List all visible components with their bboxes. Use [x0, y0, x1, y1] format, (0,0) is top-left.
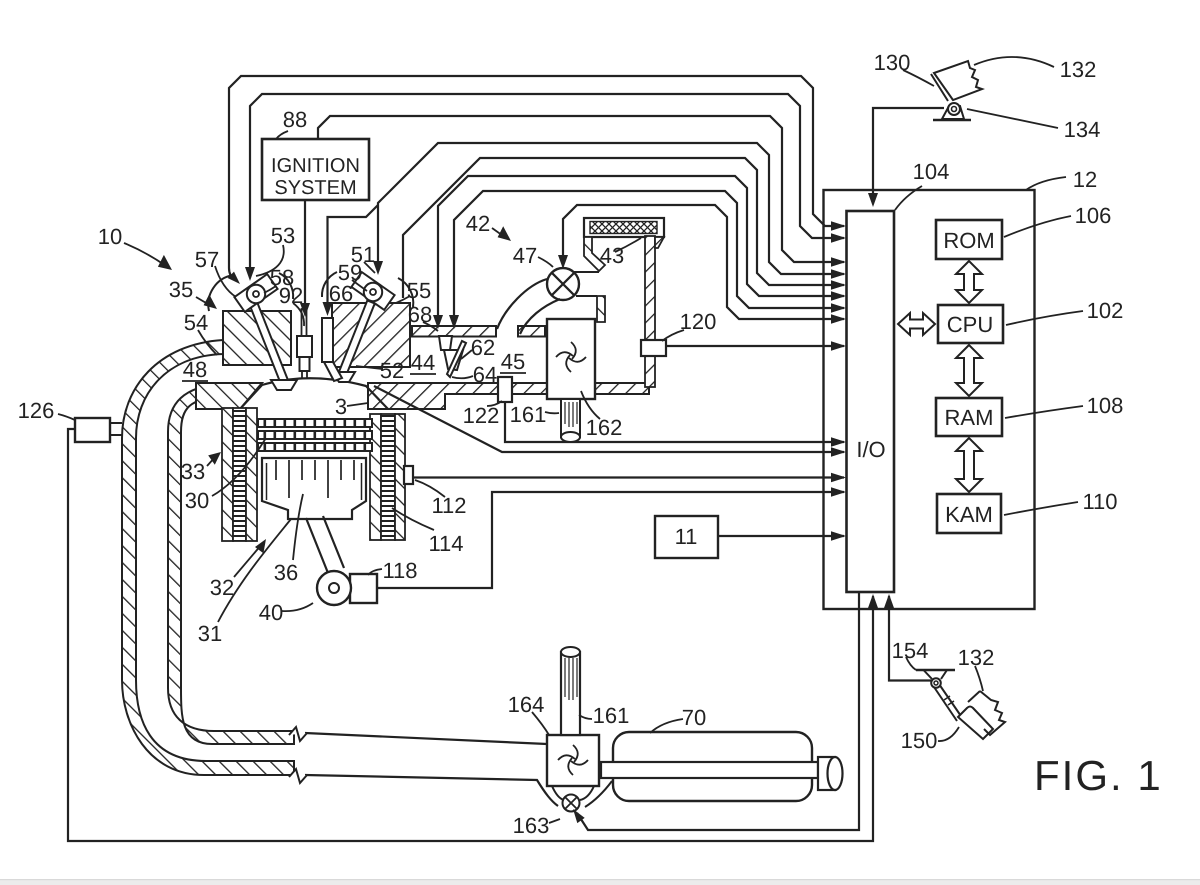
svg-text:FIG. 1: FIG. 1 [1034, 752, 1163, 799]
svg-text:52: 52 [380, 358, 404, 383]
svg-text:32: 32 [210, 575, 234, 600]
svg-text:55: 55 [407, 278, 431, 303]
svg-text:43: 43 [600, 243, 624, 268]
svg-text:12: 12 [1073, 167, 1097, 192]
svg-text:KAM: KAM [945, 502, 993, 527]
svg-text:CPU: CPU [947, 312, 993, 337]
svg-text:48: 48 [183, 357, 207, 382]
svg-text:161: 161 [510, 402, 547, 427]
svg-text:47: 47 [513, 243, 537, 268]
svg-text:SYSTEM: SYSTEM [274, 177, 356, 199]
svg-text:51: 51 [351, 242, 375, 267]
svg-text:33: 33 [181, 459, 205, 484]
svg-text:161: 161 [593, 703, 630, 728]
svg-text:I/O: I/O [856, 437, 885, 462]
svg-text:134: 134 [1064, 117, 1101, 142]
svg-text:162: 162 [586, 415, 623, 440]
svg-text:102: 102 [1087, 298, 1124, 323]
svg-text:54: 54 [184, 310, 208, 335]
svg-text:68: 68 [408, 302, 432, 327]
svg-text:42: 42 [466, 211, 490, 236]
svg-text:70: 70 [682, 705, 706, 730]
svg-text:35: 35 [169, 277, 193, 302]
svg-text:163: 163 [513, 813, 550, 838]
svg-text:122: 122 [463, 403, 500, 428]
svg-text:40: 40 [259, 600, 283, 625]
svg-text:10: 10 [98, 224, 122, 249]
svg-text:RAM: RAM [945, 405, 994, 430]
svg-text:114: 114 [428, 531, 463, 556]
svg-text:108: 108 [1087, 393, 1124, 418]
svg-text:132: 132 [958, 645, 995, 670]
svg-text:120: 120 [680, 309, 717, 334]
svg-text:31: 31 [198, 621, 222, 646]
svg-text:164: 164 [508, 692, 545, 717]
svg-text:57: 57 [195, 247, 219, 272]
svg-text:132: 132 [1060, 57, 1097, 82]
svg-text:130: 130 [874, 50, 911, 75]
svg-text:104: 104 [913, 159, 950, 184]
svg-text:106: 106 [1075, 203, 1112, 228]
svg-text:64: 64 [473, 362, 497, 387]
svg-text:150: 150 [901, 728, 938, 753]
svg-text:59: 59 [338, 260, 362, 285]
svg-text:154: 154 [892, 638, 929, 663]
svg-text:11: 11 [675, 524, 698, 549]
svg-text:112: 112 [431, 493, 466, 518]
svg-text:110: 110 [1082, 489, 1117, 514]
svg-text:62: 62 [471, 335, 495, 360]
svg-text:3: 3 [335, 394, 347, 419]
svg-text:118: 118 [382, 558, 417, 583]
svg-text:92: 92 [279, 283, 303, 308]
svg-text:53: 53 [271, 223, 295, 248]
svg-text:IGNITION: IGNITION [271, 155, 360, 177]
svg-text:30: 30 [185, 488, 209, 513]
svg-text:45: 45 [501, 349, 525, 374]
svg-text:ROM: ROM [943, 228, 994, 253]
svg-text:66: 66 [329, 281, 353, 306]
svg-text:88: 88 [283, 107, 307, 132]
svg-text:58: 58 [270, 265, 294, 290]
svg-text:44: 44 [411, 350, 435, 375]
svg-text:36: 36 [274, 560, 298, 585]
svg-text:126: 126 [18, 398, 55, 423]
